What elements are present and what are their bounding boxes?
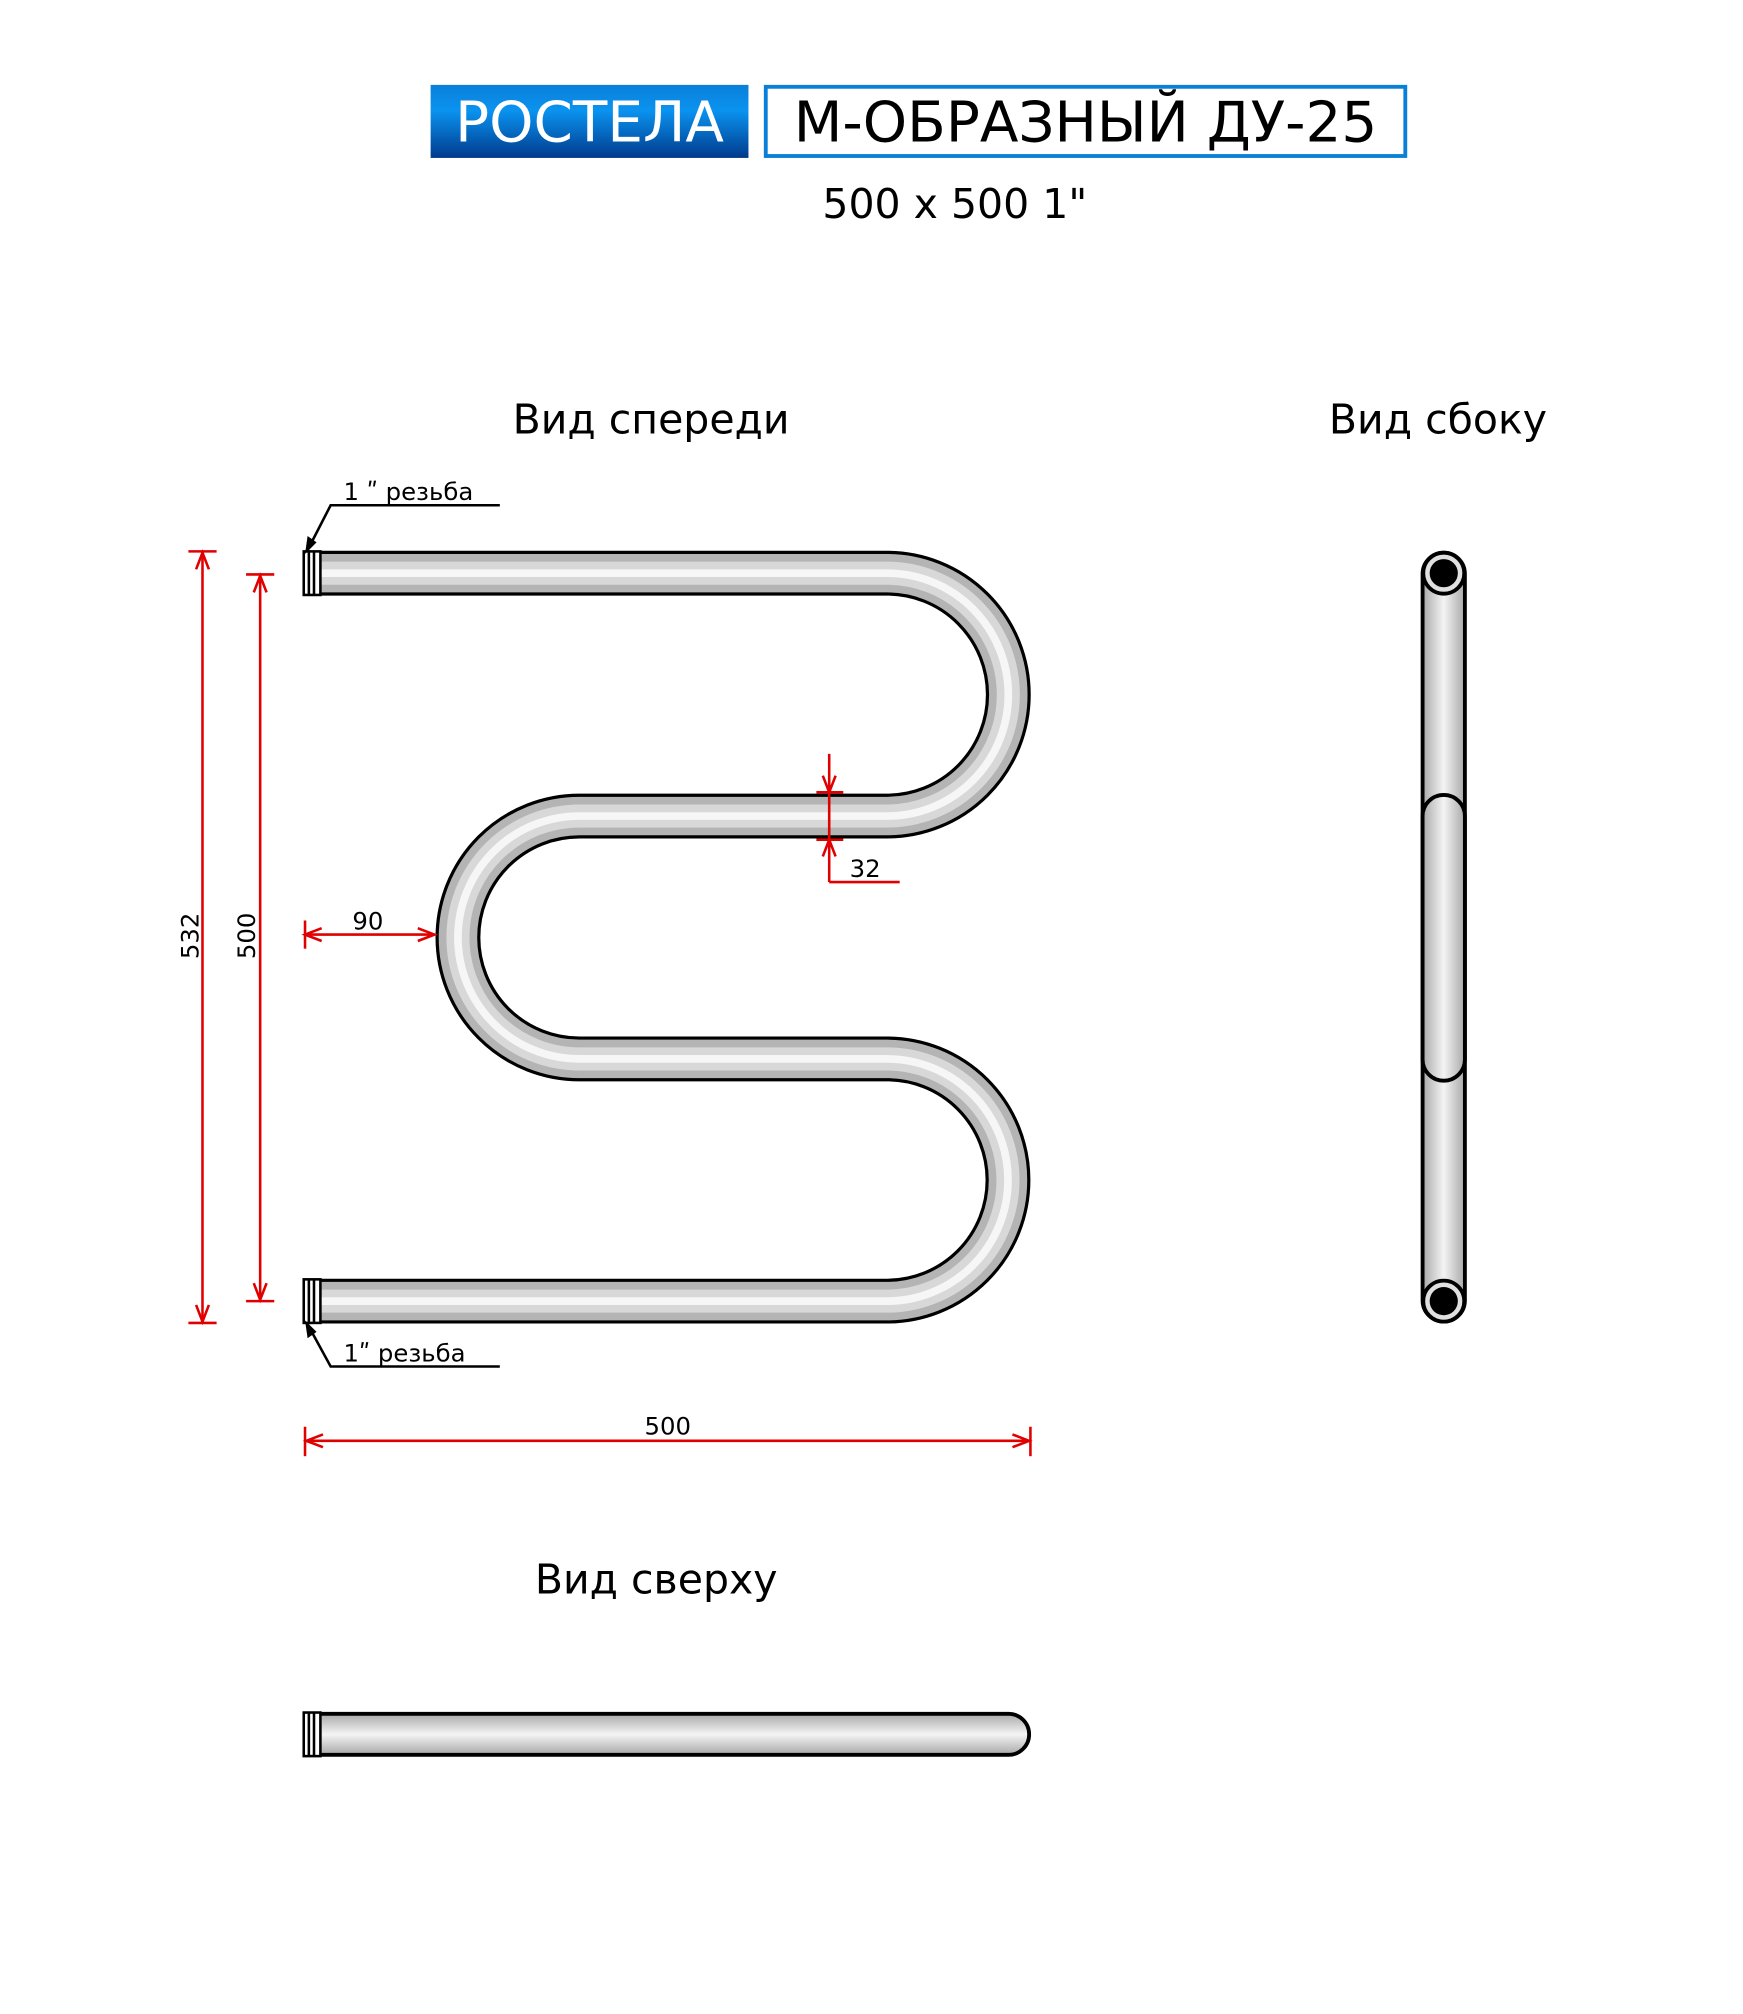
axis-height-label: 500	[232, 913, 261, 959]
dimension-width: 500	[302, 1411, 1033, 1457]
dimension-pipe-diameter: 32	[816, 753, 900, 884]
model-box: М-ОБРАЗНЫЙ ДУ-25	[763, 84, 1408, 158]
side-view-title: Вид сбоку	[1329, 395, 1547, 443]
dimension-total-height: 532	[176, 549, 217, 1326]
thread-top-icon	[302, 550, 322, 597]
thread-bottom-icon	[302, 1278, 322, 1325]
front-view-pipe	[302, 550, 1031, 1325]
pipe-diameter-label: 32	[850, 854, 881, 883]
top-view-title: Вид сверху	[535, 1555, 778, 1603]
size-label: 500 x 500 1"	[822, 180, 1087, 228]
model-name: М-ОБРАЗНЫЙ ДУ-25	[794, 87, 1377, 155]
total-height-label: 532	[176, 913, 205, 959]
top-view-pipe	[302, 1711, 1032, 1758]
brand-name: РОСТЕЛА	[455, 90, 724, 155]
thread-top-label: 1 ʺ резьба	[343, 477, 473, 506]
dimension-offset: 90	[301, 906, 439, 949]
pipe-end-bottom-icon	[1421, 1278, 1467, 1324]
thread-bottom-label: 1ʺ резьба	[343, 1338, 465, 1367]
brand-badge: РОСТЕЛА	[430, 84, 749, 158]
offset-label: 90	[352, 906, 383, 935]
thread-callout-bottom: 1ʺ резьба	[305, 1320, 500, 1368]
dimension-axis-height: 500	[232, 572, 275, 1304]
thread-top-view-icon	[302, 1711, 322, 1758]
front-view-title: Вид спереди	[513, 395, 790, 443]
side-view-pipe	[1420, 550, 1467, 1324]
pipe-end-top-icon	[1421, 550, 1467, 596]
width-label: 500	[644, 1411, 690, 1440]
thread-callout-top: 1 ʺ резьба	[305, 477, 500, 554]
